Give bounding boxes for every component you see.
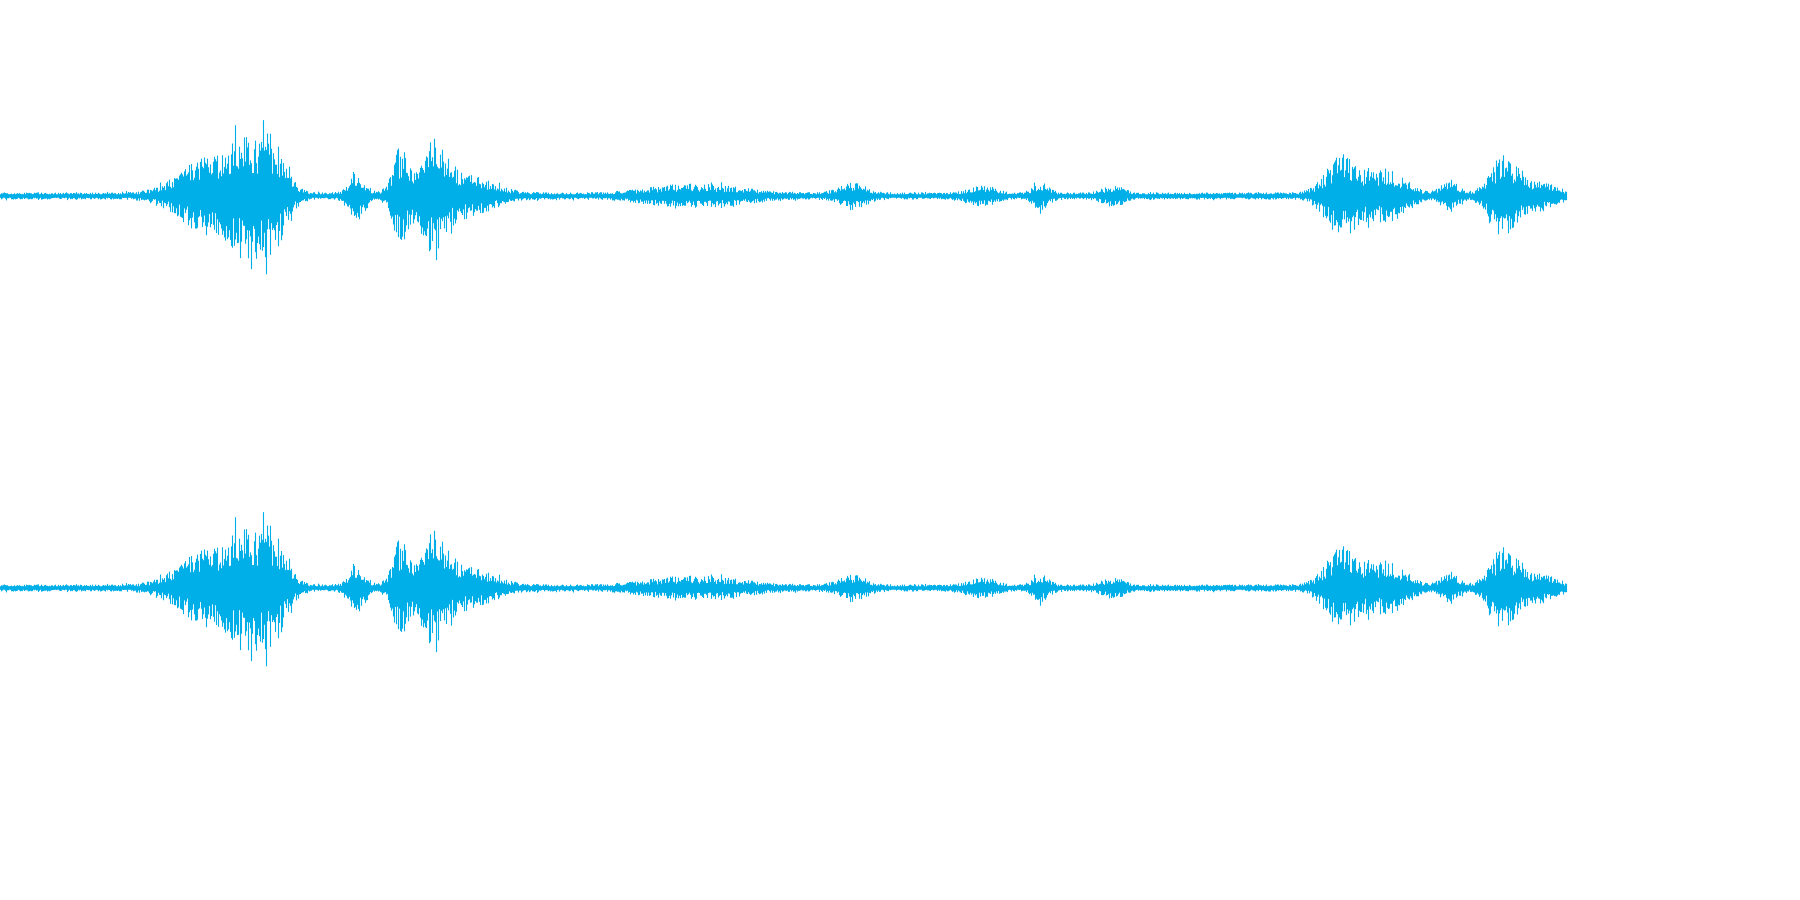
waveform-channel-2 bbox=[0, 512, 1568, 667]
waveform-channel-1 bbox=[0, 120, 1568, 275]
